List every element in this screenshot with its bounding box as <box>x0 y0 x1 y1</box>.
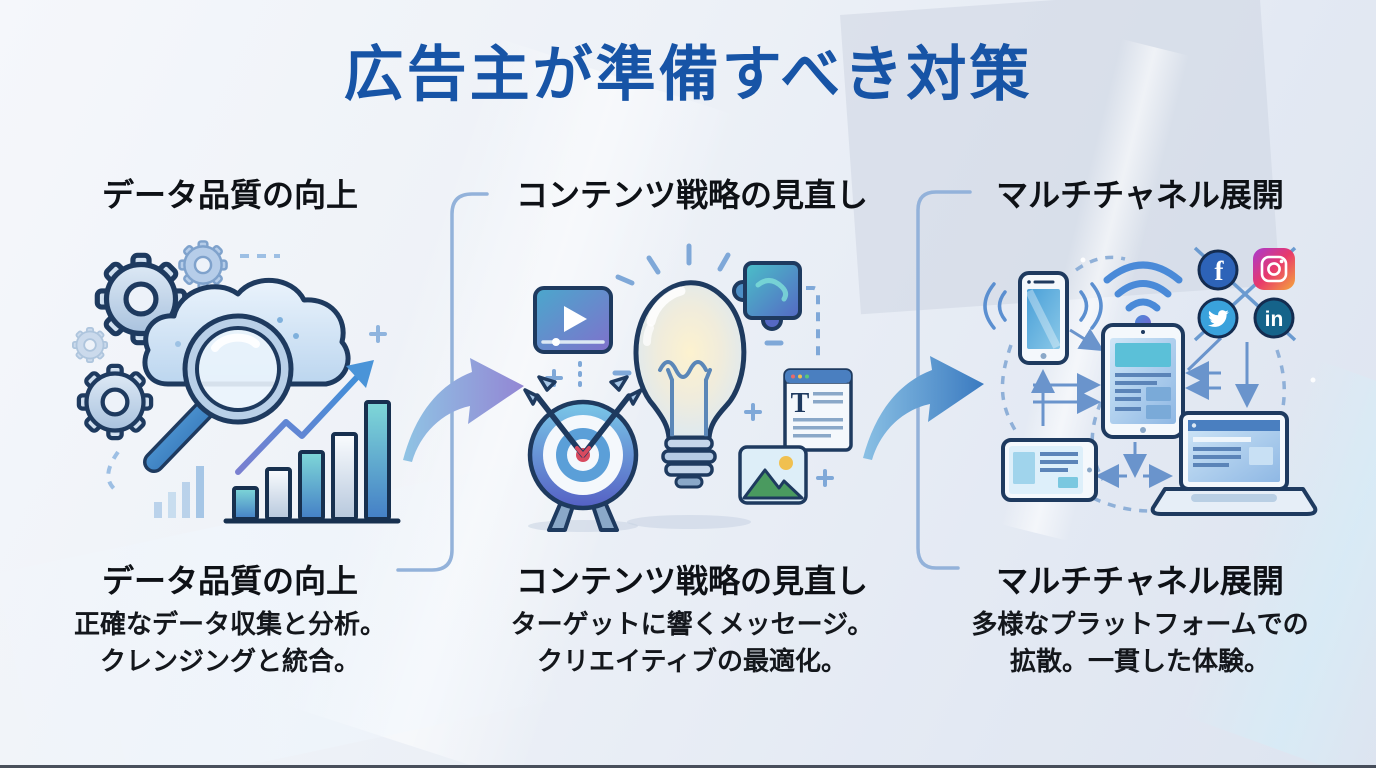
flow-arrow-2 <box>863 356 984 460</box>
video-player-icon <box>533 286 613 354</box>
multichannel-illustration: f in <box>983 246 1318 516</box>
section1-top-header: データ品質の向上 <box>101 177 358 213</box>
laptop-icon <box>1150 411 1318 516</box>
signal-waves <box>983 282 1103 330</box>
puzzle-piece-icon <box>732 261 802 331</box>
target-arrows-icon <box>523 375 643 532</box>
section3-description: 多様なプラットフォームでの 拡散。一貫した体験。 <box>942 606 1338 680</box>
section3-top-header: マルチチャネル展開 <box>996 177 1284 213</box>
document-letter: T <box>791 388 810 419</box>
section2-description-line2: クリエイティブの最適化。 <box>537 645 847 676</box>
growth-arrow-icon <box>235 360 374 475</box>
shadow <box>627 515 751 529</box>
section3-description-line2: 拡散。一貫した体験。 <box>1009 645 1270 676</box>
dash-decoration <box>806 286 820 358</box>
section2-description-line1: ターゲットに響くメッセージ。 <box>510 609 874 639</box>
connector-line-1 <box>396 192 489 572</box>
lightbulb-icon <box>633 280 747 489</box>
smartphone-icon <box>983 271 1103 365</box>
section1-description-line2: クレンジングと統合。 <box>99 645 360 676</box>
twitter-icon <box>1197 297 1239 339</box>
section2-bottom-header: コンテンツ戦略の見直し <box>515 563 868 599</box>
section1-bottom-header: データ品質の向上 <box>101 563 358 599</box>
section3-bottom-header: マルチチャネル展開 <box>996 563 1284 599</box>
sparkle <box>1080 257 1086 263</box>
instagram-icon <box>1253 248 1295 290</box>
page-title: 広告主が準備すべき対策 <box>343 41 1033 108</box>
dash-decoration <box>1000 255 1286 513</box>
facebook-icon: f <box>1197 249 1239 291</box>
bar-chart-icon <box>154 400 401 524</box>
section1-description: 正確なデータ収集と分析。 クレンジングと統合。 <box>40 606 420 680</box>
tablet-landscape-icon <box>1001 438 1098 502</box>
text-document-icon: T <box>783 368 853 452</box>
linkedin-icon: in <box>1253 297 1295 339</box>
data-quality-illustration <box>72 240 401 524</box>
dash-decoration <box>106 450 120 494</box>
linkedin-letters: in <box>1265 308 1284 331</box>
section2-description: ターゲットに響くメッセージ。 クリエイティブの最適化。 <box>478 606 906 680</box>
shadow <box>528 520 638 532</box>
magnifier-icon <box>143 313 294 473</box>
bottom-border <box>0 765 1376 768</box>
tablet-icon <box>1101 323 1185 439</box>
image-icon <box>738 445 808 505</box>
facebook-letter: f <box>1215 256 1225 286</box>
section3-description-line1: 多様なプラットフォームでの <box>971 609 1309 639</box>
section1-description-line1: 正確なデータ収集と分析。 <box>73 609 386 639</box>
section2-top-header: コンテンツ戦略の見直し <box>515 177 868 213</box>
plus-decoration <box>369 325 387 343</box>
wifi-icon <box>1103 261 1183 331</box>
sparkle <box>1310 377 1316 383</box>
ray-decoration <box>612 243 784 376</box>
connection-arrows <box>1031 328 1259 488</box>
content-strategy-illustration: T <box>523 243 853 532</box>
plus-decoration <box>545 369 834 487</box>
flow-arrow-1 <box>403 358 524 462</box>
